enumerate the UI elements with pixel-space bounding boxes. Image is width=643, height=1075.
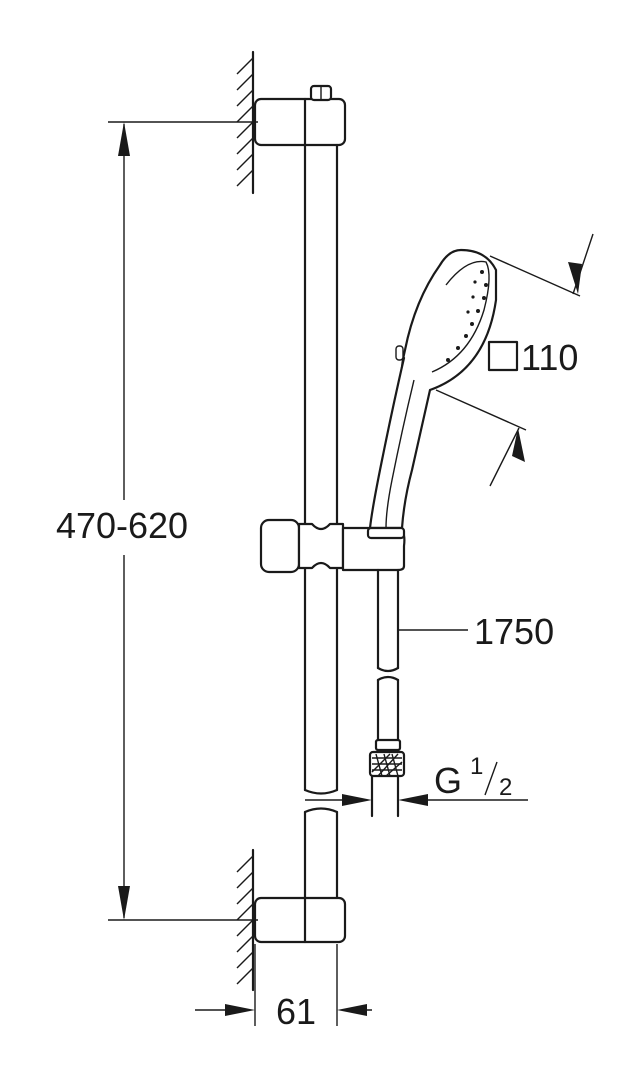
wall-offset-label: 61: [276, 991, 316, 1032]
arrow-left-icon: [398, 794, 428, 806]
shower-rail: [303, 143, 339, 900]
hand-shower: [366, 248, 498, 540]
bottom-wall-bracket: [253, 896, 347, 944]
wall-bottom: [236, 848, 255, 992]
arrow-down-icon: [118, 886, 130, 920]
bracket-spacing-label: 470-620: [56, 505, 188, 546]
top-wall-bracket: [253, 84, 347, 147]
dimension-connection-thread: [305, 794, 528, 806]
dimension-bracket-spacing: [108, 121, 258, 921]
arrow-right-icon: [342, 794, 372, 806]
dimension-wall-offset: [195, 944, 372, 1026]
thread-letter: G: [434, 760, 462, 801]
dimension-handshower-size: [435, 233, 594, 487]
thread-fraction-slash: [484, 761, 498, 796]
handshower-size-label: 110: [521, 337, 578, 378]
square-symbol-icon: [487, 340, 519, 372]
arrow-right-icon: [225, 1004, 255, 1016]
hose-length-label: 1750: [474, 611, 554, 652]
arrow-up-icon: [512, 428, 525, 462]
thread-denominator: 2: [499, 774, 512, 801]
shower-hose: [368, 568, 406, 818]
thread-numerator: 1: [470, 753, 483, 780]
arrow-down-icon: [568, 262, 582, 294]
arrow-left-icon: [337, 1004, 367, 1016]
arrow-up-icon: [118, 122, 130, 156]
